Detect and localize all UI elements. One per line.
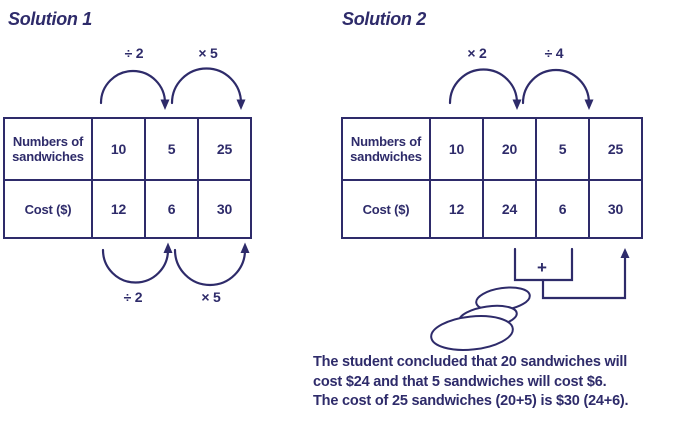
sol1-cell: 10 [91,117,146,181]
sol2-top-divide-label: ÷ 4 [544,45,564,61]
sol1-cell: 25 [197,117,252,181]
sol2-cell: 30 [588,179,643,239]
sol1-top-divide-arrow-arc [99,69,170,110]
arrowhead-down-icon [512,99,522,110]
sol2-cell: 12 [429,179,484,239]
sol2-cell: 20 [482,117,537,181]
sol2-cell: 6 [535,179,590,239]
sol2-top-multiply-arrow-arc [448,68,522,110]
sol2-cell: 24 [482,179,537,239]
sol1-cell: 5 [144,117,199,181]
sol1-bottom-divide-arrow-arc [101,242,173,284]
arrowhead-up-icon [163,242,173,253]
sandwiches-ovals-icon [430,286,531,351]
sol2-cell: 5 [535,117,590,181]
sol1-cell: 6 [144,179,199,239]
table-row: Numbers of sandwiches 10 5 25 [3,117,252,181]
sol2-plus-bracket [513,247,630,300]
sol2-cell: 10 [429,117,484,181]
sol2-row-header-cost: Cost ($) [341,179,431,239]
sol2-row-header-sandwiches: Numbers of sandwiches [341,117,431,181]
table-row: Numbers of sandwiches 10 20 5 25 [341,117,643,181]
sol1-row-header-cost: Cost ($) [3,179,93,239]
sol1-ratio-table: Numbers of sandwiches 10 5 25 Cost ($) 1… [3,117,252,239]
solution1-title: Solution 1 [8,9,92,29]
sol1-row-header-sandwiches: Numbers of sandwiches [3,117,93,181]
arrowhead-up-icon [240,242,250,253]
conclusion-line: cost $24 and that 5 sandwiches will cost… [313,373,607,390]
conclusion-line: The cost of 25 sandwiches (20+5) is $30 … [313,393,629,409]
sol1-bottom-multiply-label: × 5 [201,289,221,305]
sol1-top-divide-label: ÷ 2 [124,45,144,61]
sol1-top-multiply-arrow-arc [170,67,246,110]
conclusion-line: The student concluded that 20 sandwiches… [313,354,628,370]
sol1-bottom-multiply-arrow-arc [173,242,250,287]
sol1-bottom-divide-label: ÷ 2 [123,289,143,305]
table-row: Cost ($) 12 6 30 [3,179,252,239]
arrowhead-down-icon [236,99,246,110]
sol1-top-multiply-label: × 5 [198,45,218,61]
sol1-cell: 12 [91,179,146,239]
sol1-cell: 30 [197,179,252,239]
solution2-title: Solution 2 [342,9,426,29]
sol2-ratio-table: Numbers of sandwiches 10 20 5 25 Cost ($… [341,117,643,239]
sol2-top-divide-arrow-arc [521,68,594,110]
sol2-top-multiply-label: × 2 [467,45,487,61]
table-row: Cost ($) 12 24 6 30 [341,179,643,239]
sol2-cell: 25 [588,117,643,181]
conclusion-text: The student concluded that 20 sandwiches… [313,353,629,412]
arrowhead-down-icon [160,99,170,110]
plus-operator-label: + [537,258,547,277]
arrowhead-down-icon [584,99,594,110]
arrowhead-up-icon [620,248,630,258]
